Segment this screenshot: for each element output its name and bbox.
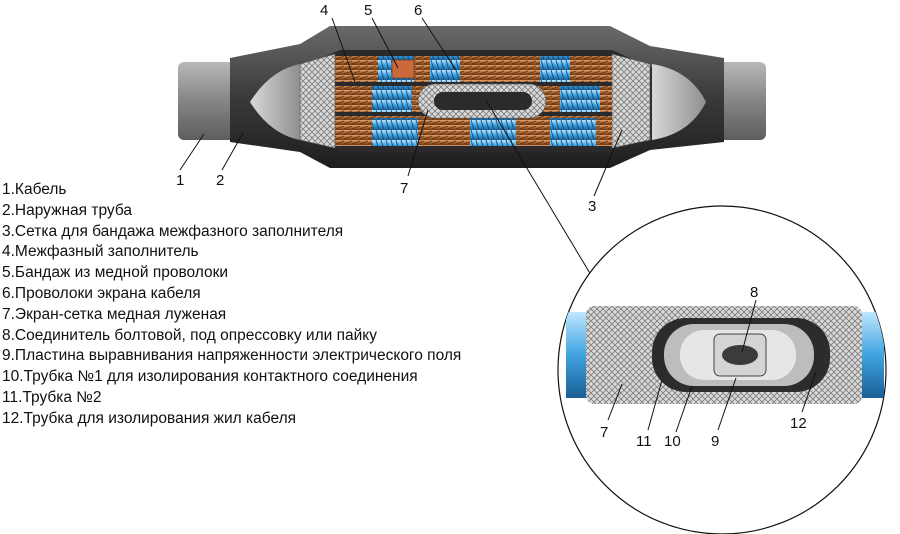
legend-item: 8.Соединитель болтовой, под опрессовку и… [2,326,377,344]
legend-item: 2.Наружная труба [2,201,132,219]
legend-item: 7.Экран-сетка медная луженая [2,305,227,323]
callout-9: 9 [711,433,719,450]
legend-item: 10.Трубка №1 для изолирования контактног… [2,368,418,386]
end-cone-left [250,64,300,140]
callout-3: 3 [588,198,596,215]
callout-5: 5 [364,2,372,19]
callout-detail-7: 7 [600,424,608,441]
callout-12: 12 [790,415,807,432]
legend-item: 9.Пластина выравнивания напряженности эл… [2,347,462,365]
callout-labels: 1 2 3 4 5 6 7 7 8 9 10 11 12 [176,2,807,450]
legend-item: 12.Трубка для изолирования жил кабеля [2,409,297,427]
legend-item: 3.Сетка для бандажа межфазного заполните… [2,222,344,240]
detail-view [485,99,887,534]
legend-item: 1.Кабель [2,181,67,198]
callout-7: 7 [400,180,408,197]
callout-6: 6 [414,2,422,19]
mesh-bandage-right [611,53,651,149]
callout-4: 4 [320,2,328,19]
detail-link-line [485,99,601,291]
callout-8: 8 [750,284,758,301]
copper-strands-top [335,56,612,82]
callout-11: 11 [636,433,652,450]
mesh-bandage-left [299,53,336,149]
leader-lines [179,17,817,433]
copper-bandage [391,59,415,79]
callout-10: 10 [664,433,681,450]
detail-blue-band-right [862,312,884,398]
connector-top [434,92,532,110]
callout-1: 1 [176,172,184,189]
legend-item: 11.Трубка №2 [2,388,102,406]
end-cone-right [652,64,706,140]
legend-item: 6.Проволоки экрана кабеля [2,284,201,302]
detail-connector-bore [722,345,758,365]
callout-2: 2 [216,172,224,189]
legend-item: 4.Межфазный заполнитель [2,243,199,261]
legend-item: 5.Бандаж из медной проволоки [2,264,229,282]
joint-assembly [178,26,766,168]
legend: 1.Кабель 2.Наружная труба 3.Сетка для ба… [2,180,461,430]
detail-blue-band-left [566,312,588,398]
